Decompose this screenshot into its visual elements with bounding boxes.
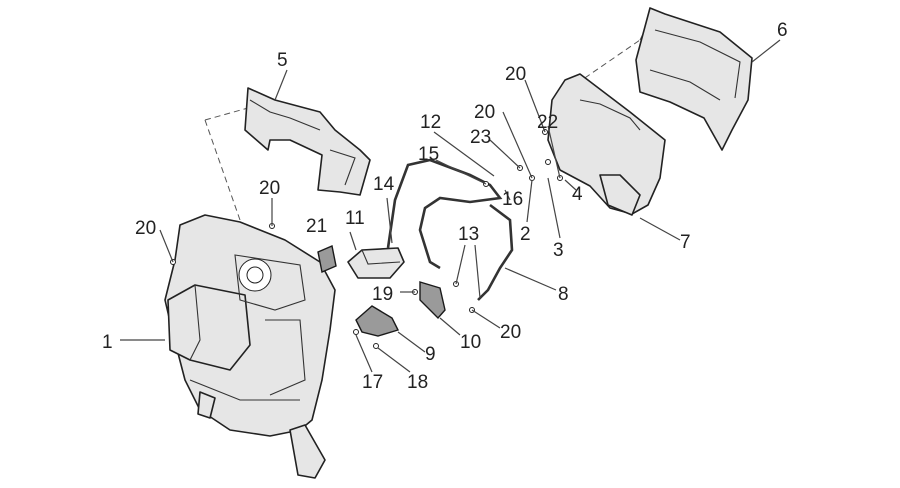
part-21-bracket xyxy=(317,245,337,273)
label-19: 19 xyxy=(372,284,393,305)
part-11-tray xyxy=(347,247,405,279)
label-21: 21 xyxy=(306,216,327,237)
part-6-outer-panel xyxy=(635,7,753,151)
label-18: 18 xyxy=(407,372,428,393)
leader-lines xyxy=(120,39,781,373)
label-5: 5 xyxy=(277,50,288,71)
label-4: 4 xyxy=(572,184,583,205)
label-15: 15 xyxy=(418,144,439,165)
label-20-b: 20 xyxy=(259,178,280,199)
label-12: 12 xyxy=(420,112,441,133)
label-6: 6 xyxy=(777,20,788,41)
label-20-c: 20 xyxy=(505,64,526,85)
part-9-plate xyxy=(355,305,399,337)
label-16: 16 xyxy=(502,189,523,210)
label-23: 23 xyxy=(470,127,491,148)
part-5-air-duct xyxy=(244,87,371,196)
label-20-a: 20 xyxy=(135,218,156,239)
label-3: 3 xyxy=(553,240,564,261)
part-labels: 1 2 3 4 5 6 7 8 9 10 11 12 13 14 15 16 1… xyxy=(102,20,788,393)
label-9: 9 xyxy=(425,344,436,365)
part-1-inner-shield xyxy=(164,214,336,479)
label-13: 13 xyxy=(458,224,479,245)
label-17: 17 xyxy=(362,372,383,393)
label-8: 8 xyxy=(558,284,569,305)
part-14-part-8-cable xyxy=(386,158,514,301)
part-10-bracket xyxy=(419,281,446,320)
label-22: 22 xyxy=(537,112,558,133)
label-11: 11 xyxy=(345,208,365,229)
label-20-d: 20 xyxy=(474,102,495,123)
label-10: 10 xyxy=(460,332,481,353)
label-7: 7 xyxy=(680,232,691,253)
label-1: 1 xyxy=(102,332,113,353)
label-20-e: 20 xyxy=(500,322,521,343)
label-14: 14 xyxy=(373,174,395,195)
label-2: 2 xyxy=(520,224,531,245)
part-7-front-shield xyxy=(547,73,666,216)
